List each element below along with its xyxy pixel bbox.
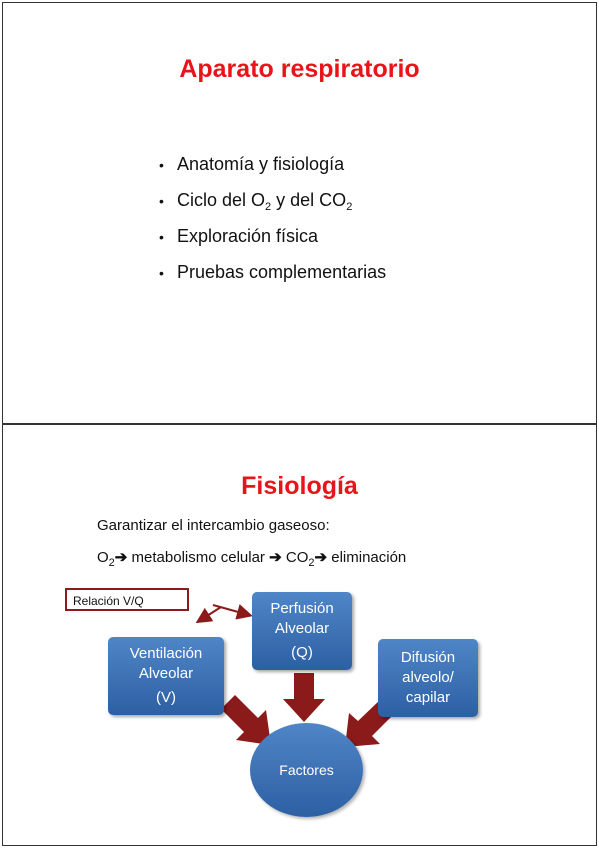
goal-text: Garantizar el intercambio gaseoso:	[97, 517, 330, 534]
bullet-item: •Ciclo del O2 y del CO2	[159, 185, 386, 221]
bullet-text: y del CO	[271, 190, 347, 210]
bullet-text: Ciclo del O	[177, 190, 266, 210]
factores-ellipse: Factores	[250, 723, 363, 817]
box-line: Alveolar	[138, 665, 194, 682]
flow-text: eliminación	[327, 549, 407, 566]
relacion-arrow-to-perf	[212, 604, 253, 620]
bullet-item: • Pruebas complementarias	[159, 257, 386, 293]
ventilacion-box: Ventilación Alveolar (V)	[108, 637, 224, 715]
vent-to-factores-arrow	[221, 695, 271, 745]
flow-text: metabolismo celular	[127, 549, 270, 566]
slide-2: Fisiología Garantizar el intercambio gas…	[2, 424, 597, 846]
right-arrow-icon: ➔	[269, 549, 282, 566]
subscript: 2	[108, 557, 115, 569]
subscript: 2	[265, 201, 272, 213]
subscript: 2	[308, 557, 315, 569]
box-line: Alveolar	[274, 620, 330, 637]
perf-to-factores-arrow	[283, 673, 325, 722]
right-arrow-icon: ➔	[114, 549, 128, 566]
bullet-item: • Exploración física	[159, 221, 386, 257]
slide-1: Aparato respiratorio • Anatomía y fisiolo…	[2, 2, 597, 424]
box-line: alveolo/	[402, 669, 454, 686]
relacion-vq-box: Relación V/Q	[65, 588, 189, 611]
bullet-icon: •	[159, 265, 164, 281]
bullet-list: •Anatomía y fisiología •Ciclo del O2 y d…	[159, 149, 386, 293]
bullet-text: Pruebas complementarias	[177, 262, 387, 282]
right-arrow-icon: ➔	[314, 549, 328, 566]
box-line: (Q)	[291, 644, 313, 661]
difusion-box: Difusión alveolo/ capilar	[378, 639, 478, 717]
gas-flow-text: O2➔ metabolismo celular ➔ CO2➔ eliminaci…	[97, 548, 406, 569]
box-line: (V)	[156, 689, 176, 706]
slide-2-title: Fisiología	[241, 472, 358, 500]
box-line: capilar	[405, 689, 451, 706]
relacion-arrow-to-vent	[195, 606, 222, 624]
box-line: Perfusión	[270, 600, 334, 617]
bullet-item: • Anatomía y fisiología	[159, 149, 386, 185]
box-line: Ventilación	[129, 645, 203, 662]
subscript: 2	[346, 201, 353, 213]
perfusion-box: Perfusión Alveolar (Q)	[252, 592, 352, 670]
bullet-text: Exploración física	[177, 226, 319, 246]
slide-1-title: Aparato respiratorio	[179, 55, 420, 83]
bullet-icon: •	[159, 229, 164, 245]
box-line: Difusión	[400, 649, 456, 666]
bullet-text: Anatomía y fisiología	[177, 154, 345, 174]
co2-label: CO	[281, 549, 309, 566]
bullet-icon: •	[159, 157, 164, 173]
oxygen-label: O	[97, 549, 109, 566]
bullet-icon: •	[159, 193, 164, 209]
